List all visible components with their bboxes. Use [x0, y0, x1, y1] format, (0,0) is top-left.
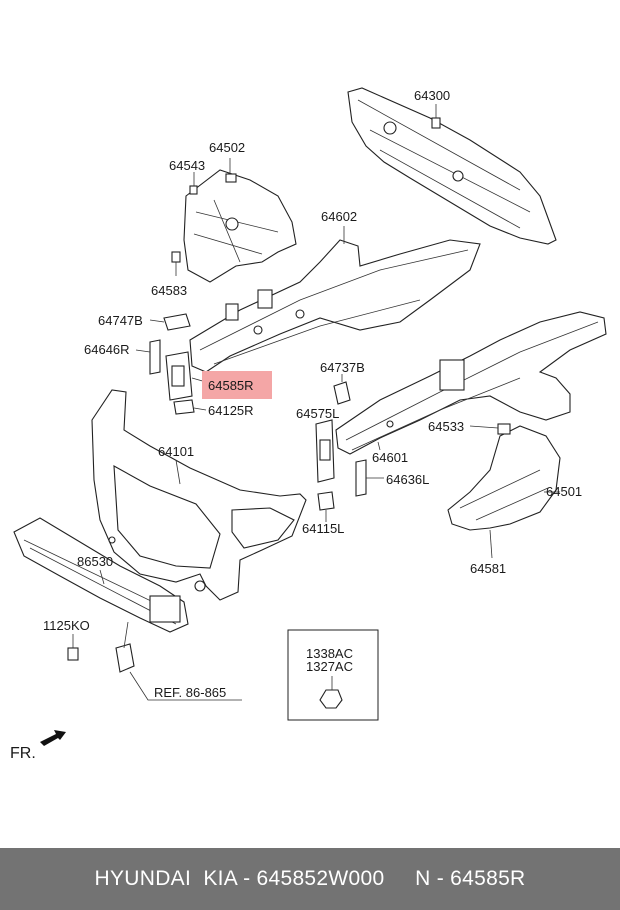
part-number-footer: HYUNDAI KIA - 645852W000 N - 64585R — [0, 848, 620, 910]
small-brackets-left — [135, 313, 207, 415]
exploded-parts-diagram: 64300 64502 64543 64602 64583 64747B 646… — [10, 87, 607, 762]
label-64533[interactable]: 64533 — [428, 419, 464, 434]
label-64601[interactable]: 64601 — [372, 450, 408, 465]
label-ref-86-865[interactable]: REF. 86-865 — [154, 685, 226, 700]
label-64501[interactable]: 64501 — [546, 484, 582, 499]
label-1327AC[interactable]: 1327AC — [306, 659, 353, 674]
footer-text: HYUNDAI KIA - 645852W000 N - 64585R — [94, 867, 526, 890]
label-64602[interactable]: 64602 — [321, 209, 357, 224]
label-86530[interactable]: 86530 — [77, 554, 113, 569]
nut-detail-box — [287, 629, 379, 721]
label-64543[interactable]: 64543 — [169, 158, 205, 173]
label-64502[interactable]: 64502 — [209, 140, 245, 155]
label-64737B[interactable]: 64737B — [320, 360, 365, 375]
highlight-box — [202, 371, 272, 399]
apron-lower-part — [447, 423, 561, 559]
label-64300[interactable]: 64300 — [414, 88, 450, 103]
label-64125R[interactable]: 64125R — [208, 403, 254, 418]
label-64636L[interactable]: 64636L — [386, 472, 429, 487]
label-64747B[interactable]: 64747B — [98, 313, 143, 328]
label-64585R[interactable]: 64585R — [208, 378, 254, 393]
side-member-upper-part — [189, 226, 481, 373]
dash-panel-part — [347, 87, 557, 245]
label-64583[interactable]: 64583 — [151, 283, 187, 298]
side-member-lower-part — [335, 311, 607, 455]
label-64115L[interactable]: 64115L — [302, 521, 344, 536]
label-64646R[interactable]: 64646R — [84, 342, 130, 357]
label-1338AC[interactable]: 1338AC — [306, 646, 353, 661]
front-arrow-icon — [40, 730, 66, 746]
label-64581[interactable]: 64581 — [470, 561, 506, 576]
apron-upper-part — [171, 158, 297, 283]
bolt-and-bracket — [67, 621, 242, 701]
label-1125KO[interactable]: 1125KO — [43, 618, 90, 633]
label-64575L[interactable]: 64575L — [296, 406, 339, 421]
label-fr: FR. — [10, 745, 36, 762]
small-brackets-right — [315, 374, 384, 522]
label-64101[interactable]: 64101 — [158, 444, 194, 459]
radiator-support-part — [91, 389, 307, 601]
bumper-beam-part — [13, 517, 189, 633]
